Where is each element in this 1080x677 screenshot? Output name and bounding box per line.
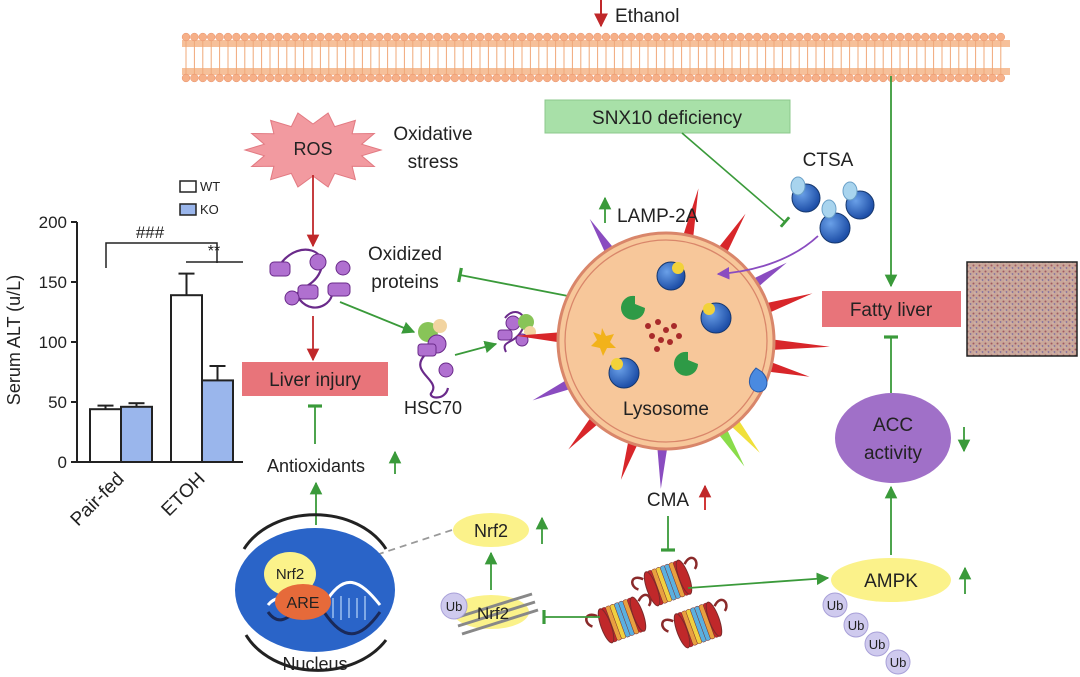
ampk-bubble [831, 558, 951, 602]
legend-wt-swatch [179, 180, 197, 193]
lysosome-inner-membrane [564, 239, 768, 443]
bar-pair-fed-ko [120, 405, 153, 463]
ampk-label: AMPK [864, 571, 918, 592]
ubiquitin-chain: Ub Ub Ub Ub [822, 592, 911, 675]
oxidative-label-line2: stress [408, 152, 459, 173]
y-axis-label: Serum ALT (u/L) [4, 275, 24, 405]
nrf2-free-bubble [453, 513, 529, 547]
cell-membrane [181, 32, 1010, 83]
proteins-to-hsc70-arrow [339, 301, 416, 334]
ros-label: ROS [293, 139, 332, 159]
lysosome [556, 231, 776, 451]
lamp2a-label: LAMP-2A [617, 206, 699, 227]
acc-label-line1: ACC [873, 415, 913, 436]
significance-bracket-hash [105, 242, 218, 268]
liver-histology-image [966, 261, 1078, 357]
liver-injury-box [242, 362, 388, 396]
proteasome [661, 598, 728, 649]
lamp2a-receptor [516, 331, 569, 344]
hsc70-icon [417, 319, 454, 399]
ctsa-icon [790, 176, 875, 244]
oxidized-proteins-icon [269, 248, 351, 309]
snx10-deficiency-label: SNX10 deficiency [592, 108, 742, 129]
lipid-heads [181, 32, 1005, 83]
significance-star: ** [208, 243, 220, 260]
serum-alt-bar-chart: Serum ALT (u/L) 0 50 100 150 200 Pair-fed ETO… [4, 179, 243, 531]
y-tick-label-50: 50 [48, 393, 67, 412]
proteasome-icons [585, 556, 728, 649]
legend-wt-label: WT [200, 179, 220, 194]
oxidized-proteins-line1: Oxidized [368, 244, 442, 265]
are-bubble [275, 584, 331, 620]
legend-ko-label: KO [200, 202, 219, 217]
ub-circle [440, 592, 468, 620]
y-tick-label-100: 100 [39, 333, 67, 352]
bar-etoh-wt [170, 294, 203, 464]
y-tick-label-200: 200 [39, 213, 67, 232]
ros-star [243, 112, 383, 188]
ub-chain-3: Ub [869, 637, 886, 652]
ub-chain-1: Ub [827, 598, 844, 613]
legend-ko-swatch [179, 203, 197, 216]
cma-label: CMA [647, 490, 690, 511]
lysosome-label: Lysosome [623, 399, 709, 420]
acc-activity-bubble [835, 393, 951, 483]
y-tick-label-150: 150 [39, 273, 67, 292]
liver-injury-label: Liver injury [269, 370, 361, 391]
ctsa-label: CTSA [803, 150, 854, 171]
nucleus-label: Nucleus [282, 654, 347, 674]
ethanol-label: Ethanol [615, 6, 679, 27]
y-tick-label-0: 0 [58, 453, 67, 472]
x-tick-label-etoh: ETOH [158, 469, 210, 521]
lamp2a-receptor [763, 338, 830, 351]
snx10-inhibits-ctsa [681, 132, 791, 228]
x-tick-label-pair-fed: Pair-fed [67, 469, 129, 531]
ub-chain-4: Ub [890, 655, 907, 670]
fatty-liver-label: Fatty liver [850, 300, 933, 321]
are-label: ARE [287, 595, 320, 612]
lysosome-inhibits-proteins [457, 267, 569, 297]
bar-pair-fed-wt [89, 408, 122, 464]
lamp2a-receptor [656, 438, 669, 489]
fatty-liver-box [822, 291, 961, 327]
ctsa-to-lysosome-arrow [716, 235, 819, 280]
hsc70-label: HSC70 [404, 398, 462, 418]
hsc70-to-complex-arrow [454, 340, 498, 356]
snx10-deficiency-box [544, 99, 791, 134]
oxidative-label-line1: Oxidative [393, 124, 472, 145]
nrf2-ub-label: Nrf2 [477, 604, 509, 623]
acc-label-line2: activity [864, 443, 923, 464]
antioxidants-label: Antioxidants [267, 456, 365, 476]
hsc70-substrate-complex [497, 311, 536, 353]
proteasome [585, 593, 652, 644]
significance-hash: ### [136, 223, 165, 242]
proteasome-to-ampk-arrow [687, 572, 830, 589]
nrf2-free-label: Nrf2 [474, 521, 508, 541]
ub-chain-2: Ub [848, 618, 865, 633]
proteasome [631, 556, 698, 607]
degradation-stripes [454, 592, 539, 636]
lamp2a-receptor [680, 188, 699, 247]
nrf2-nucleus-label: Nrf2 [276, 566, 304, 583]
oxidized-proteins-line2: proteins [371, 272, 439, 293]
lysosome-contents [591, 261, 768, 393]
bar-etoh-ko [201, 379, 234, 463]
ub-label: Ub [446, 599, 463, 614]
